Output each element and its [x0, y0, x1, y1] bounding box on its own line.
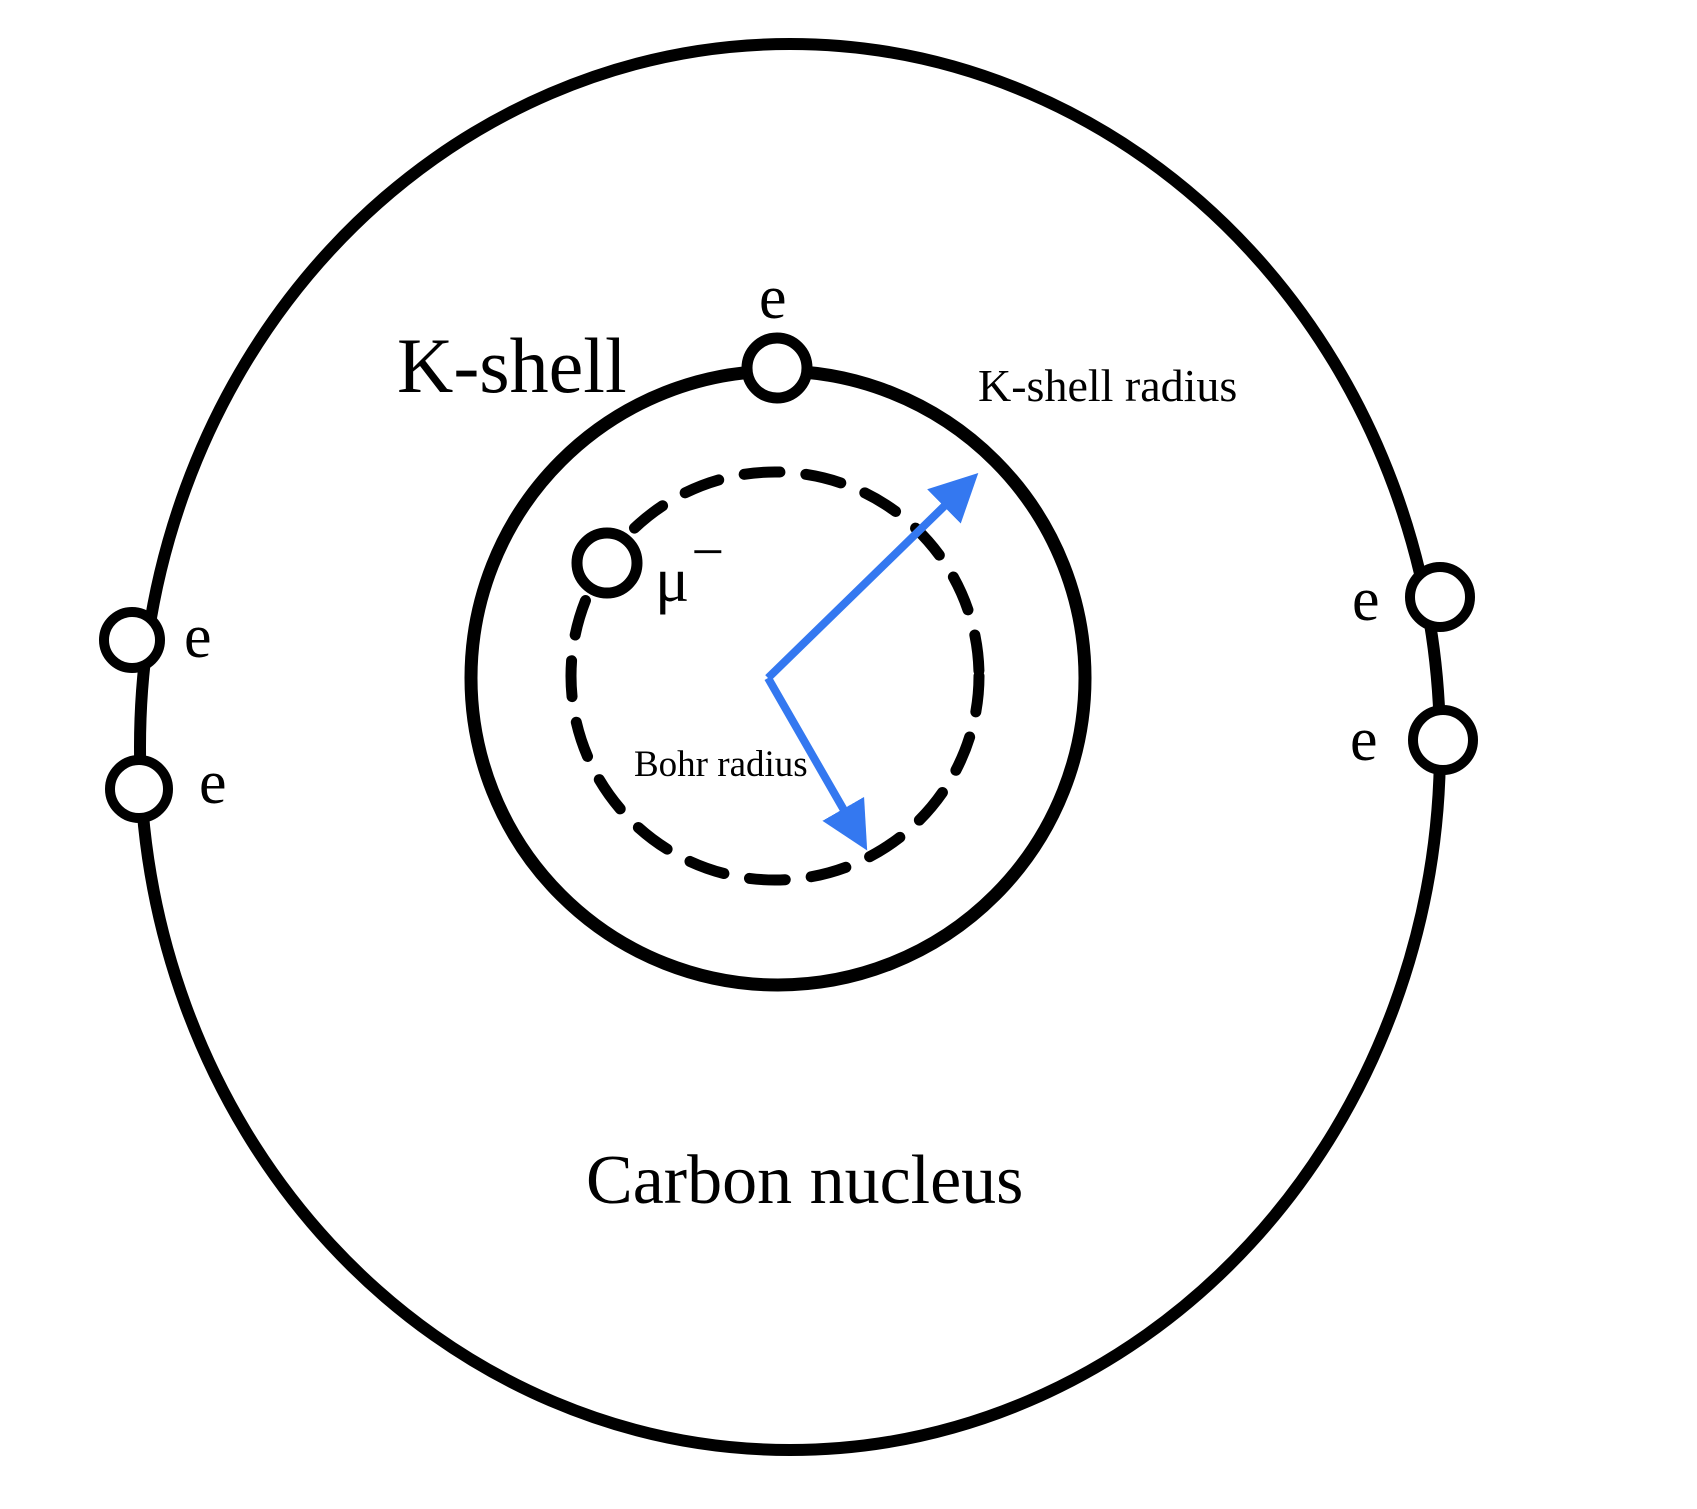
k-shell-label: K-shell	[397, 322, 627, 409]
carbon-nucleus-label: Carbon nucleus	[586, 1142, 1023, 1219]
outer-electron-left-lower	[105, 755, 173, 823]
outer-electron-right-lower	[1408, 705, 1478, 775]
bohr-radius-arrow	[764, 676, 868, 851]
outer-electron-left-upper	[99, 607, 165, 673]
k-shell-radius-label: K-shell radius	[978, 360, 1237, 411]
muon-orbit-dashed	[565, 466, 985, 886]
muon-label: μ−	[655, 519, 724, 615]
outer-electron-left-lower-label: e	[199, 749, 227, 817]
k-shell-radius-arrow	[765, 472, 979, 681]
k-shell-electron	[741, 332, 813, 404]
outer-electron-left-upper-label: e	[184, 603, 212, 671]
k-shell-ring	[464, 364, 1092, 992]
muon-symbol: μ	[655, 544, 689, 615]
k-shell-electron-label: e	[759, 264, 787, 332]
outer-electron-right-upper	[1405, 562, 1475, 632]
bohr-radius-label: Bohr radius	[634, 744, 808, 785]
outer-electron-right-lower-label: e	[1350, 706, 1378, 774]
outer-electron-right-upper-label: e	[1352, 566, 1380, 634]
muon-particle	[571, 527, 643, 599]
muon-charge: −	[691, 519, 724, 584]
